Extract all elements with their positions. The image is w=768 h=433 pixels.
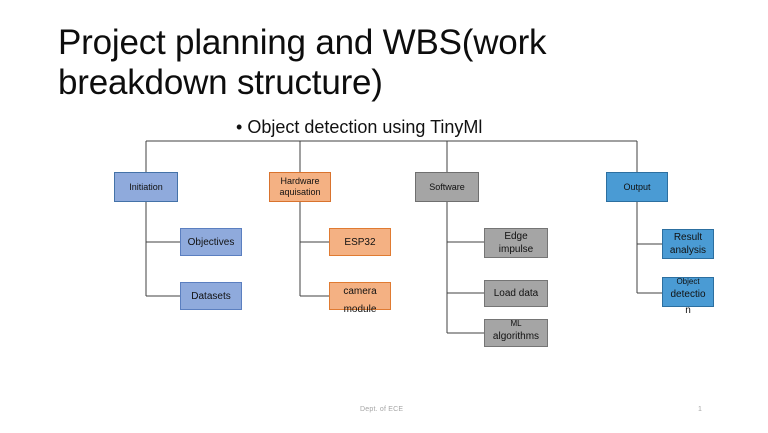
node-ml-algorithms-label: ML algorithms	[485, 318, 547, 345]
node-object-detection-line3: n	[685, 305, 691, 316]
page-title: Project planning and WBS(work breakdown …	[58, 23, 547, 102]
node-hardware-aquisation-line1: Hardware	[280, 176, 320, 186]
node-esp32-label: ESP32	[344, 236, 376, 248]
node-output-label: Output	[623, 181, 651, 192]
node-object-detection-line2: detectio	[670, 288, 706, 300]
footer-page-number: 1	[698, 406, 702, 413]
node-camera-module-label: camera module	[330, 286, 390, 316]
node-camera-module-line1: camera	[343, 285, 377, 297]
node-result-analysis-line1: Result	[673, 232, 703, 243]
node-load-data-label: Load data	[493, 288, 539, 299]
node-camera-module[interactable]: camera module	[329, 282, 391, 316]
node-edge-impulse-line1: Edge	[504, 231, 528, 242]
node-initiation-label: Initiation	[129, 181, 163, 192]
node-edge-impulse-line2: impulse	[498, 244, 534, 255]
node-hardware-aquisation[interactable]: Hardware aquisation	[269, 172, 331, 202]
node-camera-module-line2: module	[343, 304, 377, 315]
root-bullet-text: •Object detection using TinyMl	[236, 116, 482, 138]
node-datasets[interactable]: Datasets	[180, 282, 242, 310]
node-software-label: Software	[429, 181, 465, 192]
node-objectives[interactable]: Objectives	[180, 228, 242, 256]
node-ml-algorithms-line2: algorithms	[492, 330, 540, 342]
node-software[interactable]: Software	[415, 172, 479, 202]
node-load-data[interactable]: Load data	[484, 280, 548, 307]
footer-department-text: Dept. of ECE	[360, 406, 404, 413]
node-ml-algorithms[interactable]: ML algorithms	[484, 319, 548, 347]
node-objectives-label: Objectives	[187, 236, 235, 248]
node-result-analysis[interactable]: Result analysis	[662, 229, 714, 259]
node-object-detection-label: Object detectio n	[663, 277, 713, 317]
node-ml-algorithms-line1: ML	[510, 318, 522, 328]
root-bullet-label: Object detection using TinyMl	[247, 117, 483, 137]
node-hardware-aquisation-line2: aquisation	[279, 187, 321, 197]
node-datasets-label: Datasets	[191, 290, 231, 302]
node-output[interactable]: Output	[606, 172, 668, 202]
node-edge-impulse-label: Edge impulse	[485, 230, 547, 256]
node-edge-impulse[interactable]: Edge impulse	[484, 228, 548, 258]
node-object-detection[interactable]: Object detectio n	[662, 277, 714, 317]
node-esp32[interactable]: ESP32	[329, 228, 391, 256]
bullet-marker-icon: •	[236, 117, 243, 137]
node-initiation[interactable]: Initiation	[114, 172, 178, 202]
node-object-detection-line1: Object	[676, 276, 700, 286]
node-hardware-aquisation-label: Hardware aquisation	[270, 176, 330, 198]
node-result-analysis-label: Result analysis	[663, 231, 713, 257]
node-result-analysis-line2: analysis	[669, 245, 707, 256]
